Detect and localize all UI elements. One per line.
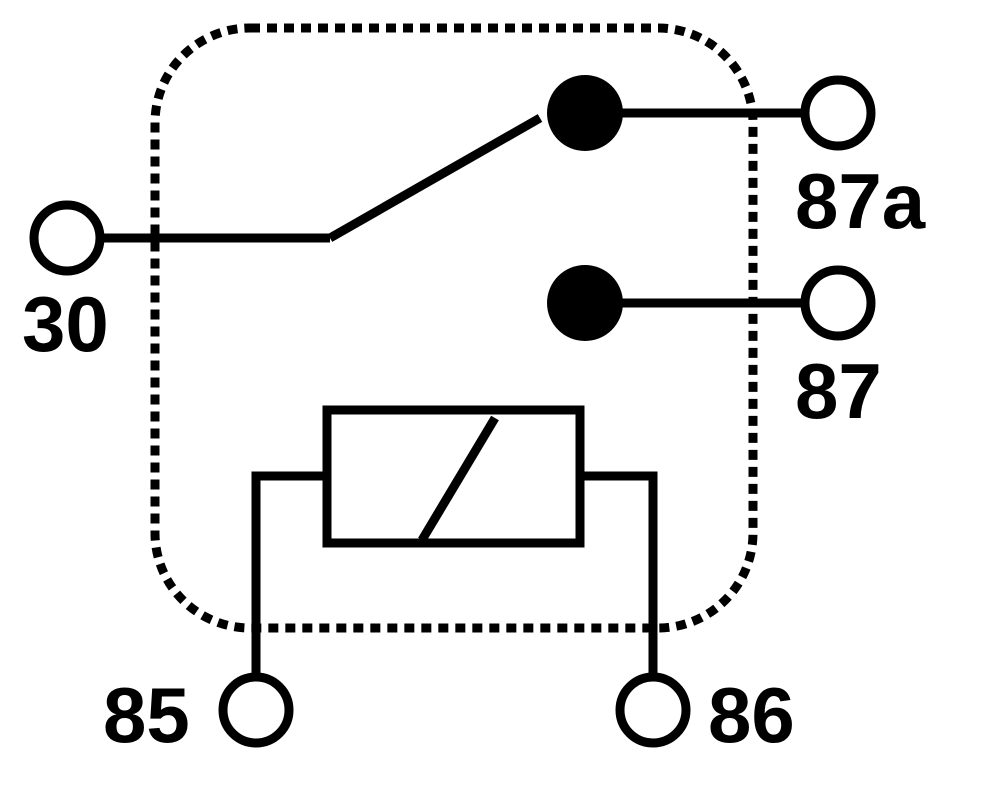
terminal-86-connector	[615, 672, 691, 748]
terminal-86-lead	[580, 471, 658, 675]
terminal-87-connector	[800, 265, 876, 341]
terminal-86-label: 86	[708, 671, 795, 759]
terminal-87a-label: 87a	[795, 157, 926, 245]
terminal-30-label: 30	[22, 280, 109, 368]
terminal-30-connector	[29, 200, 105, 276]
terminal-85-lead	[251, 471, 327, 675]
terminal-87a-connector	[800, 75, 876, 151]
relay-housing-outline	[150, 23, 758, 633]
relay-coil	[322, 405, 585, 548]
terminal-85-connector	[218, 672, 294, 748]
coil-winding-slash	[418, 415, 499, 543]
terminal-87-label: 87	[795, 347, 882, 435]
switch-arm	[327, 114, 543, 242]
terminal-85-label: 85	[103, 671, 190, 759]
